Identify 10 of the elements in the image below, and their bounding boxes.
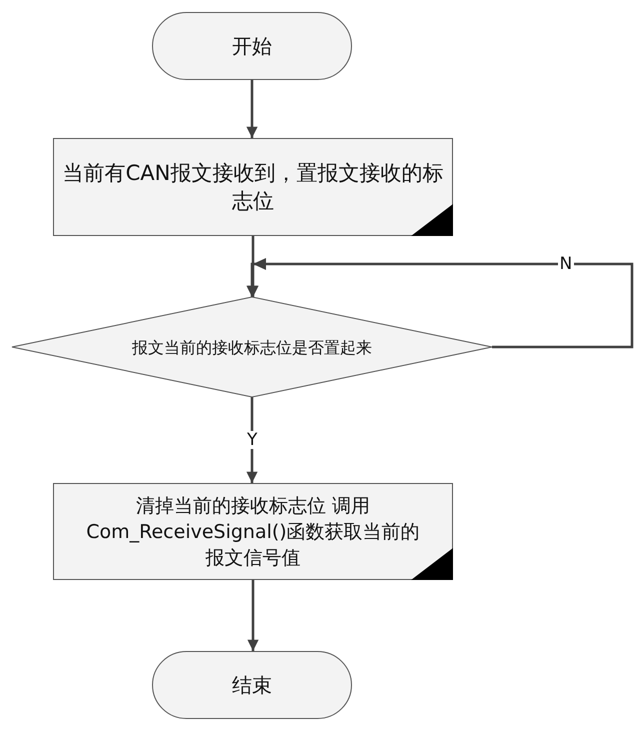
process-box: 清掉当前的接收标志位 调用Com_ReceiveSignal()函数获取当前的报文信号值 — [53, 483, 453, 580]
arrow — [246, 80, 258, 138]
terminal-shape: 开始 — [152, 12, 352, 80]
arrow — [247, 580, 259, 651]
decision-diamond: 报文当前的接收标志位是否置起来 — [12, 297, 492, 397]
edge-label: Y — [245, 431, 260, 449]
process-box: 当前有CAN报文接收到，置报文接收的标志位 — [53, 138, 453, 236]
terminal-shape: 结束 — [152, 651, 352, 719]
arrow — [246, 397, 258, 483]
arrow — [246, 258, 634, 348]
